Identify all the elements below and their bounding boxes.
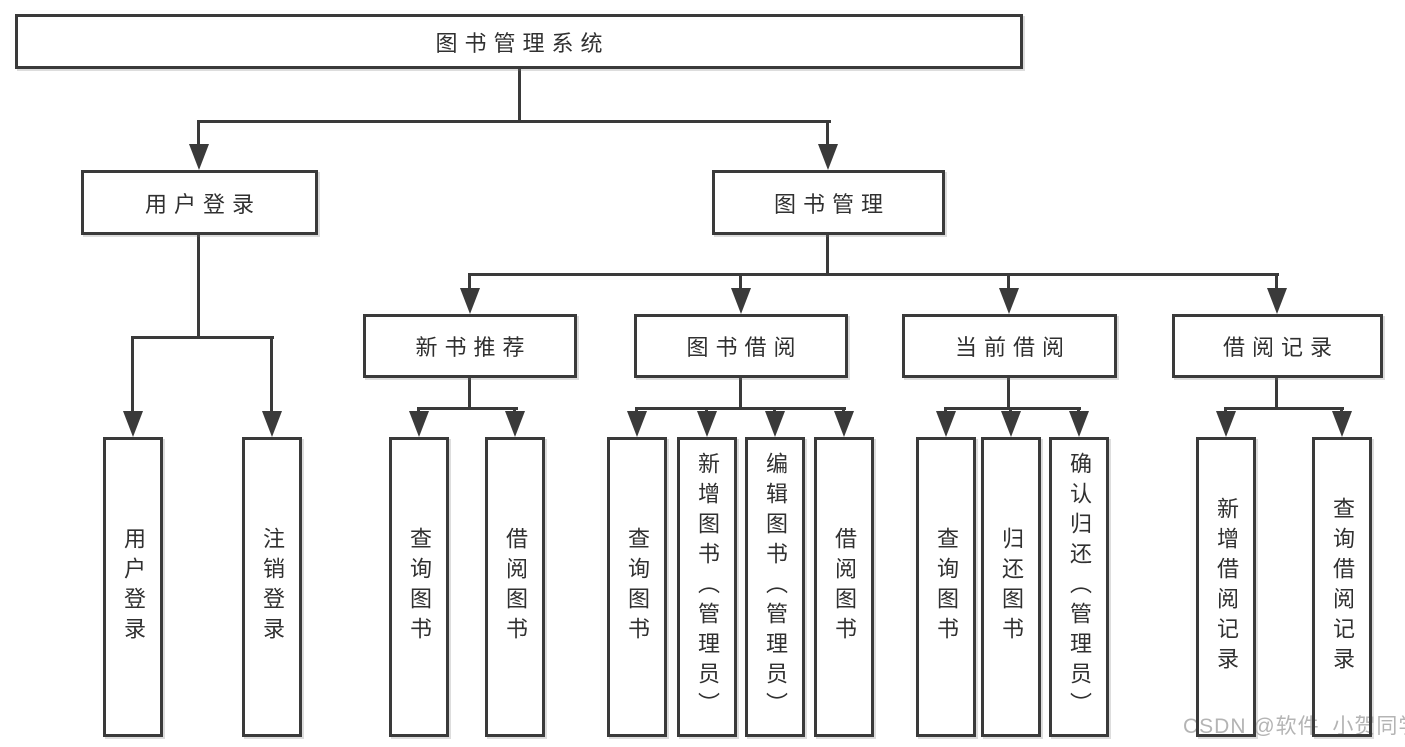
arrow-down-icon [999,288,1019,314]
node-label: 查询图书 [934,527,959,647]
connector-user-login-down [197,235,200,339]
node-label: 查询图书 [407,527,432,647]
connector-book-mgmt-down [826,235,829,276]
leaf-user-login: 用户登录 [103,437,163,737]
connector-bookborrow-down [739,378,742,410]
arrow-down-icon [765,411,785,437]
node-label: 图书管理系统 [435,30,610,56]
node-label: 借阅记录 [1222,335,1339,360]
node-book-management: 图书管理 [712,170,945,235]
leaf-query-books-borrow: 查询图书 [607,437,667,737]
connector-borrowrecord-rail [1224,407,1344,410]
arrow-down-icon [627,411,647,437]
connector-level2-stem [739,273,742,291]
node-label: 编辑图书（管理员） [763,452,788,722]
node-label: 查询图书 [625,527,650,647]
node-label: 新书推荐 [415,335,532,360]
arrow-down-icon [731,288,751,314]
arrow-down-icon [818,144,838,170]
node-borrow-records: 借阅记录 [1172,314,1383,378]
leaf-confirm-return-admin: 确认归还（管理员） [1049,437,1109,737]
connector-level2-stem [1007,273,1010,291]
arrow-down-icon [936,411,956,437]
arrow-down-icon [1216,411,1236,437]
leaf-borrow-books: 借阅图书 [814,437,874,737]
node-new-book-recommend: 新书推荐 [363,314,577,378]
arrow-down-icon [1267,288,1287,314]
leaf-add-borrow-record: 新增借阅记录 [1196,437,1256,737]
node-label: 新增图书（管理员） [695,452,720,722]
connector-user-login-rail [131,336,274,339]
connector-level2-stem [1275,273,1278,291]
connector-newbook-down [468,378,471,410]
node-label: 用户登录 [144,191,261,217]
arrow-down-icon [262,411,282,437]
csdn-watermark: CSDN @软件_小贺同学 [1183,715,1405,738]
node-label: 图书借阅 [686,335,803,360]
arrow-down-icon [1332,411,1352,437]
arrow-down-icon [123,411,143,437]
leaf-borrow-books-recommend: 借阅图书 [485,437,545,737]
node-label: 当前借阅 [954,335,1071,360]
node-label: 借阅图书 [503,527,528,647]
arrow-down-icon [697,411,717,437]
node-label: 确认归还（管理员） [1067,452,1092,722]
arrow-down-icon [189,144,209,170]
node-user-login: 用户登录 [81,170,318,235]
leaf-query-books-current: 查询图书 [916,437,976,737]
node-label: 新增借阅记录 [1214,497,1239,677]
leaf-logout: 注销登录 [242,437,302,737]
node-label: 注销登录 [260,527,285,647]
arrow-down-icon [1069,411,1089,437]
connector-currentborrow-rail [944,407,1081,410]
arrow-down-icon [460,288,480,314]
connector-leaf-stem [131,336,134,415]
node-label: 归还图书 [999,527,1024,647]
node-label: 查询借阅记录 [1330,497,1355,677]
connector-level2-stem [468,273,471,291]
node-book-borrow: 图书借阅 [634,314,848,378]
node-label: 借阅图书 [832,527,857,647]
connector-leaf-stem [270,336,273,415]
connector-newbook-rail [417,407,518,410]
leaf-query-borrow-record: 查询借阅记录 [1312,437,1372,737]
connector-user-login-stem [197,120,200,150]
connector-currentborrow-down [1007,378,1010,410]
node-label: 用户登录 [121,527,146,647]
node-label: 图书管理 [773,191,890,217]
arrow-down-icon [834,411,854,437]
node-current-borrow: 当前借阅 [902,314,1117,378]
connector-bookborrow-rail [635,407,846,410]
arrow-down-icon [505,411,525,437]
leaf-add-book-admin: 新增图书（管理员） [677,437,737,737]
connector-borrowrecord-down [1275,378,1278,410]
connector-root-stem [518,69,521,123]
leaf-edit-book-admin: 编辑图书（管理员） [745,437,805,737]
arrow-down-icon [409,411,429,437]
arrow-down-icon [1001,411,1021,437]
leaf-return-book: 归还图书 [981,437,1041,737]
connector-book-mgmt-stem [826,120,829,150]
leaf-query-books-recommend: 查询图书 [389,437,449,737]
connector-level2-rail [469,273,1279,276]
connector-level1-rail [197,120,831,123]
node-root: 图书管理系统 [15,14,1023,69]
